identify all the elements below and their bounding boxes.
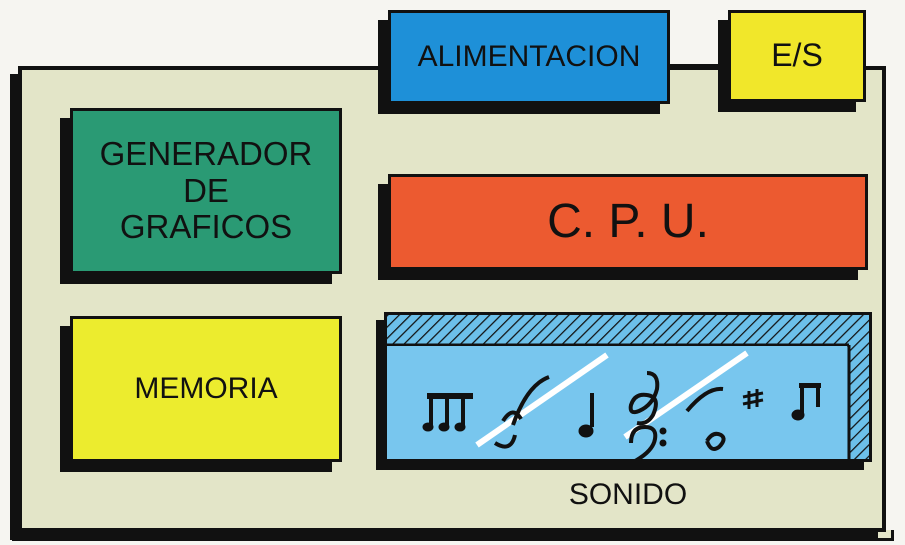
eighth-note-icon xyxy=(493,375,550,449)
alimentacion-block: ALIMENTACION xyxy=(388,10,670,104)
cpu-block: C. P. U. xyxy=(388,174,868,270)
triplet-notes-icon xyxy=(422,393,473,432)
sharp-icon xyxy=(742,389,764,409)
es-label: E/S xyxy=(771,37,823,74)
generador-graficos-block: GENERADOR DE GRAFICOS xyxy=(70,108,342,274)
treble-clef-icon xyxy=(628,371,660,426)
bass-clef-icon xyxy=(629,424,667,459)
alimentacion-label: ALIMENTACION xyxy=(417,40,641,74)
sonido-block xyxy=(384,312,872,462)
memoria-block: MEMORIA xyxy=(70,316,342,462)
connector-line xyxy=(670,64,728,68)
quarter-note-icon xyxy=(578,393,594,438)
es-block: E/S xyxy=(728,10,866,102)
generador-graficos-label: GENERADOR DE GRAFICOS xyxy=(99,134,313,246)
beamed-notes-icon xyxy=(685,386,726,451)
board-base xyxy=(12,530,894,541)
eighth-pair-icon xyxy=(791,383,821,421)
memoria-label: MEMORIA xyxy=(134,372,278,406)
cpu-label: C. P. U. xyxy=(547,195,709,249)
sonido-label: SONIDO xyxy=(568,478,688,511)
